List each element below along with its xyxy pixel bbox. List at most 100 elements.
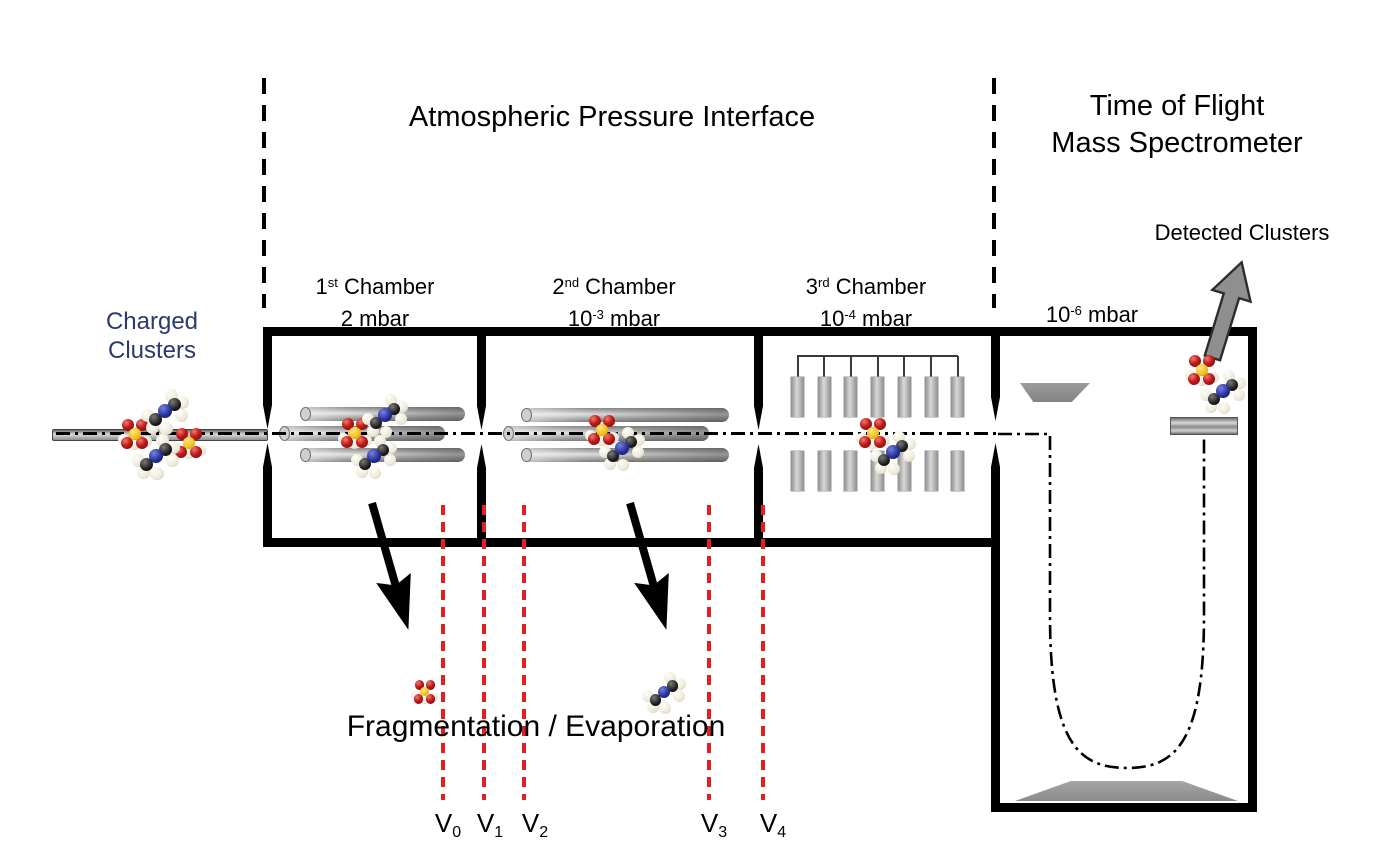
chamber1-pressure: 2 mbar [340,306,410,331]
partition1-lower [477,444,486,538]
chamber3-title: 3rd Chamber [805,274,927,299]
atom-sphere [646,701,659,714]
electrode-wire [903,356,906,378]
atom-sphere [649,693,662,706]
valve-label-v3: V3 [700,808,728,841]
atom-sphere [1203,373,1215,385]
cluster-ligand [641,671,687,715]
atom-sphere [129,428,141,440]
atom-sphere [1189,355,1201,367]
atom-sphere [356,436,368,448]
atom-sphere [902,449,916,463]
tof-left-wall-lower [991,443,1000,803]
atom-sphere [413,694,424,704]
atom-sphere [666,680,679,693]
atom-sphere [394,412,408,426]
atom-sphere [425,694,436,704]
cluster-core [578,406,622,450]
cluster-ligand [350,434,398,480]
chamber1-title: 1st Chamber [315,274,435,299]
rod-end-cap [521,448,532,462]
electrode-bar-top [871,377,885,417]
electrode-bar-bottom [791,451,804,491]
chamber3-label: 3rd Chamber 10-4 mbar [806,269,926,333]
atom-sphere [673,689,686,702]
atom-sphere [886,445,900,459]
cluster-ligand [140,388,190,436]
inlet-wall-upper [263,333,272,429]
atom-sphere [122,419,134,431]
api-bottom-wall [263,538,1000,547]
ion-guide-rod [521,448,729,462]
chamber3-pressure: 10-4 mbar [819,306,913,331]
valve-dashed-line [707,505,711,800]
cluster-ligand [598,426,646,472]
valve-label-v0: V0 [434,808,462,841]
atom-sphere [659,702,671,715]
atom-sphere [1196,364,1208,376]
tof-bottom-wall [991,803,1257,812]
inlet-wall-lower [263,443,272,538]
atom-sphere [414,679,425,690]
detector-plate [1170,417,1238,435]
atom-sphere [150,467,164,481]
atom-sphere [589,415,601,427]
chamber2-title: 2nd Chamber [552,274,676,299]
atom-sphere [616,458,630,472]
tof-left-wall-upper [991,333,1000,421]
rod-end-cap [300,407,311,421]
rod-end-cap [521,408,532,422]
atom-sphere [419,695,429,704]
fragmentation-label: Fragmentation / Evaporation [346,710,726,743]
atom-sphere [860,418,872,430]
atom-sphere [349,427,361,439]
atom-sphere [148,448,164,464]
atom-sphere [176,428,188,440]
valve-dashed-line [761,505,765,800]
cluster-ligand [1199,369,1247,415]
atom-sphere [368,466,382,480]
atom-sphere [182,447,194,459]
atom-sphere [603,433,615,445]
valve-label-v2: V2 [521,808,549,841]
valve-label-v4: V4 [759,808,787,841]
fragmentation-arrow-1 [368,501,411,630]
electrode-bar-bottom [844,451,858,491]
atom-sphere [887,462,901,476]
atom-sphere [139,457,154,471]
tof-pressure-label: 10-6 mbar [1045,302,1139,327]
chamber2-label: 2nd Chamber 10-3 mbar [552,269,675,333]
electrode-wire [876,356,879,378]
atom-sphere [1232,388,1246,402]
beam-axis-line [56,432,996,435]
atom-sphere [867,427,879,439]
electrode-bar-top [844,377,858,417]
atom-sphere [159,422,173,436]
cluster-core [331,409,375,453]
chamber2-pressure: 10-3 mbar [567,306,661,331]
cluster-core [849,409,893,453]
atom-sphere [874,436,886,448]
valve-label-v1: V1 [476,808,504,841]
tof-right-wall [1248,333,1257,803]
tof-section-divider [992,78,996,308]
ion-guide-rod [521,408,729,422]
electrode-bar-top [817,377,831,417]
tof-title-line1: Time of Flight [1089,90,1265,122]
atom-sphere [383,453,397,467]
electrode-bar-top [951,377,965,417]
cluster-core [111,410,155,454]
atom-sphere [425,679,436,690]
atom-sphere [866,437,878,449]
electrode-bar-top [791,377,804,417]
tof-title-line2: Mass Spectrometer [1051,127,1303,159]
tof-section-title: Time of Flight Mass Spectrometer [1051,88,1302,162]
fragmentation-arrow-2 [626,501,669,630]
atom-sphere [1203,355,1215,367]
ion-deflector-plate [1020,383,1090,402]
electrode-bar-bottom [924,451,938,491]
electrode-wire [956,356,959,378]
atom-sphere [874,418,886,430]
rod-end-cap [300,448,311,462]
